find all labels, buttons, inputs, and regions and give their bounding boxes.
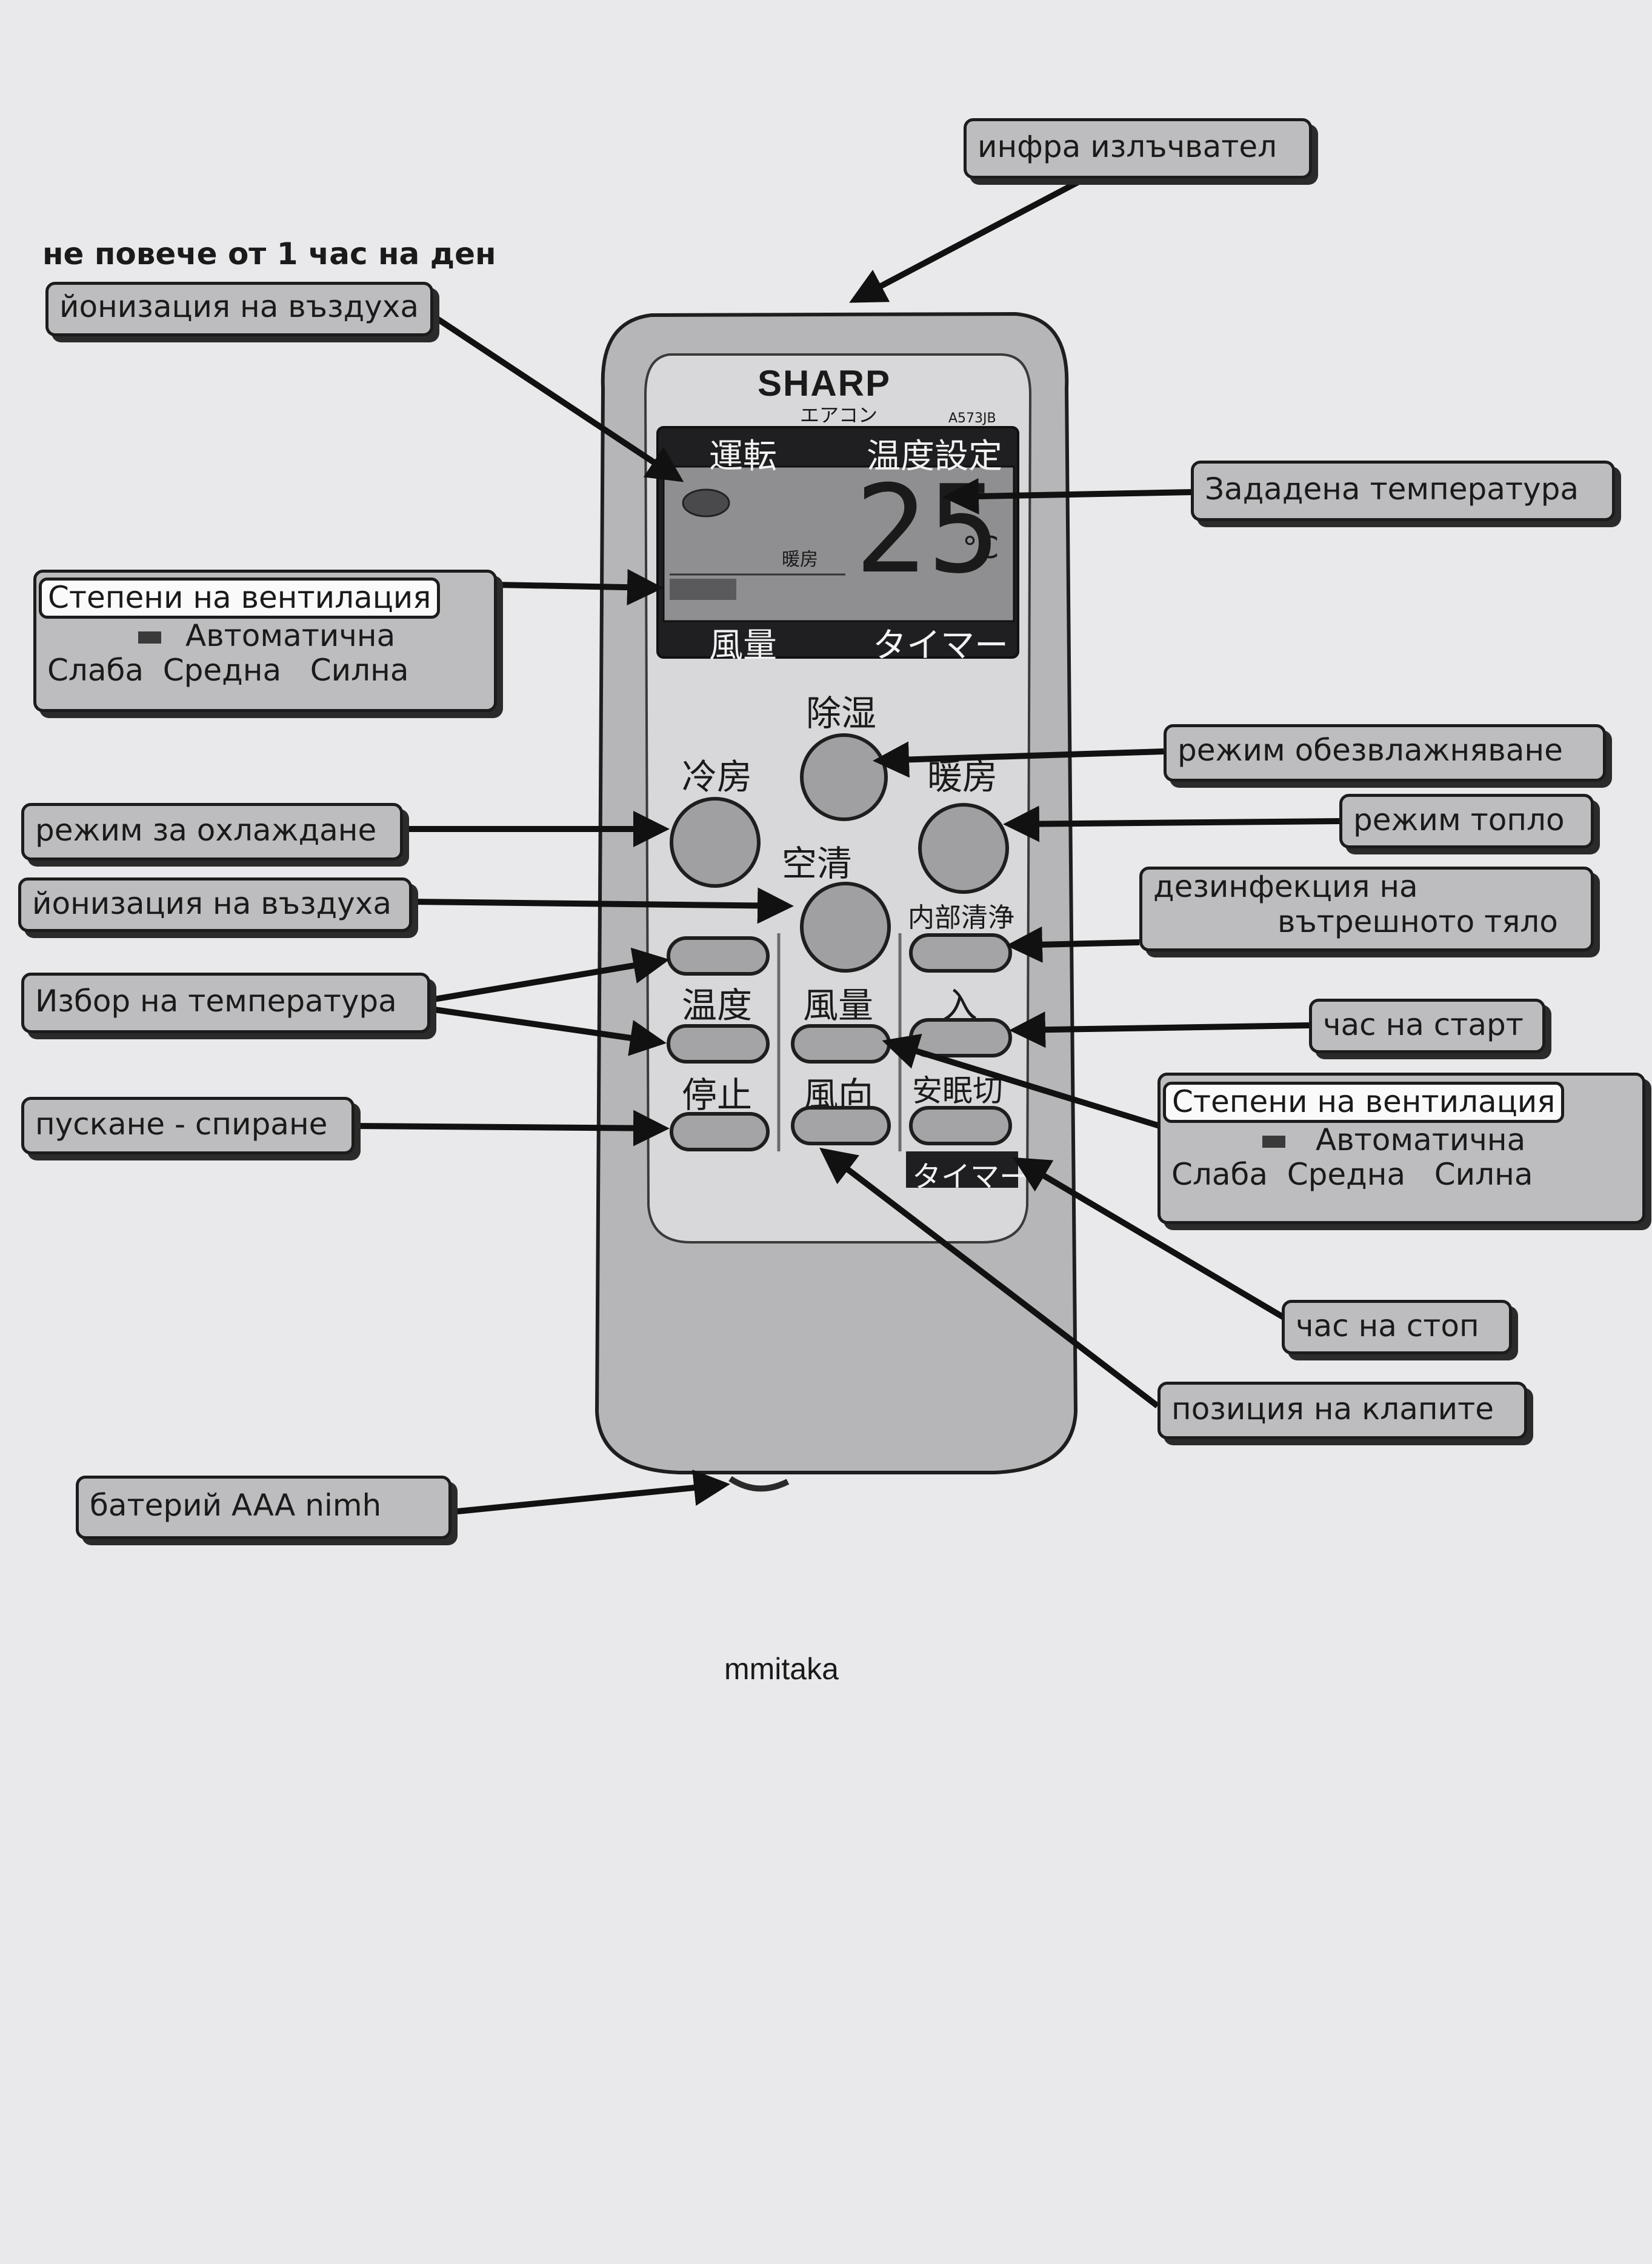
label-ion-top: йонизация на въздуха [45, 282, 433, 336]
label-set-temp: Зададена температура [1191, 461, 1615, 521]
internal-clean-label: 内部清浄 [908, 902, 1014, 933]
fan-levels-left-auto: Автоматична [185, 618, 396, 653]
auto-swatch-right [1262, 1136, 1285, 1148]
temp-up-button[interactable] [667, 936, 770, 976]
fan-levels-left-levels: Слаба Средна Силна [47, 653, 409, 688]
lcd-ion-icon [682, 488, 730, 518]
fan-speed-button[interactable] [791, 1024, 891, 1064]
ion-button-label: 空清 [782, 843, 853, 884]
brand-subtitle: エアコン [800, 404, 878, 427]
disinfection-line1: дезинфекция на [1153, 869, 1418, 904]
model-number: A573JB [948, 411, 996, 426]
fan-levels-right-title: Степени на вентилация [1163, 1082, 1565, 1123]
fan-speed-label: 風量 [803, 985, 874, 1026]
ion-button[interactable] [800, 882, 891, 973]
timer-on-button[interactable] [909, 1018, 1012, 1057]
temp-button-label: 温度 [682, 985, 753, 1026]
label-disinfection: дезинфекция на вътрешното тяло [1139, 867, 1594, 951]
fan-direction-button[interactable] [791, 1106, 891, 1145]
stop-button-label: 停止 [682, 1074, 753, 1116]
label-fan-levels-left: Степени на вентилация Автоматична Слаба … [33, 570, 497, 712]
brand-logo: SHARP [758, 363, 891, 404]
lcd-label-fan: 風量 [709, 626, 777, 665]
internal-clean-button[interactable] [909, 933, 1012, 973]
heat-button[interactable] [918, 803, 1009, 894]
cool-button-label: 冷房 [682, 756, 753, 797]
sleep-off-button[interactable] [909, 1106, 1012, 1145]
label-start-time: час на старт [1309, 999, 1545, 1053]
author-credit: mmitaka [724, 1652, 839, 1686]
lcd-label-temp-set: 温度設定 [867, 437, 1002, 476]
heat-button-label: 暖房 [927, 756, 998, 797]
lcd-fan-bar [670, 579, 736, 600]
label-ion-button: йонизация на въздуха [18, 877, 412, 932]
label-cooling: режим за охлаждане [21, 803, 403, 861]
lcd-label-timer: タイマー [873, 626, 1008, 665]
dehumidify-button-label: 除湿 [806, 693, 877, 734]
label-ir-emitter: инфра излъчвател [964, 118, 1312, 179]
ion-usage-note: не повече от 1 час на ден [42, 236, 496, 271]
timer-tag-label: タイマー [912, 1160, 1029, 1194]
fan-levels-right-levels: Слаба Средна Силна [1171, 1157, 1533, 1192]
label-flap-position: позиция на клапите [1157, 1382, 1527, 1439]
sleep-off-label: 安眠切 [912, 1073, 1003, 1108]
label-dehumidify: режим обезвлажняване [1164, 724, 1606, 782]
label-temp-select: Избор на температура [21, 973, 430, 1033]
battery-marker [728, 1476, 790, 1492]
auto-swatch-left [138, 631, 161, 644]
label-heat: режим топло [1339, 794, 1594, 848]
disinfection-line2: вътрешното тяло [1277, 904, 1558, 939]
label-fan-levels-right: Степени на вентилация Автоматична Слаба … [1157, 1073, 1645, 1224]
temp-down-button[interactable] [667, 1024, 770, 1064]
fan-levels-right-auto: Автоматична [1316, 1122, 1526, 1157]
fan-levels-left-title: Степени на вентилация [39, 578, 441, 619]
cool-button[interactable] [670, 797, 761, 888]
lcd-mode-small: 暖房 [782, 549, 818, 570]
label-stop-time: час на стоп [1282, 1300, 1512, 1354]
dehumidify-button[interactable] [800, 733, 888, 821]
label-start-stop: пускане - спиране [21, 1097, 355, 1154]
stop-button[interactable] [670, 1112, 770, 1151]
label-batteries: батерий AAA nimh [76, 1476, 451, 1539]
lcd-label-run: 運転 [709, 437, 777, 476]
lcd-temperature-unit: °C [962, 530, 999, 565]
